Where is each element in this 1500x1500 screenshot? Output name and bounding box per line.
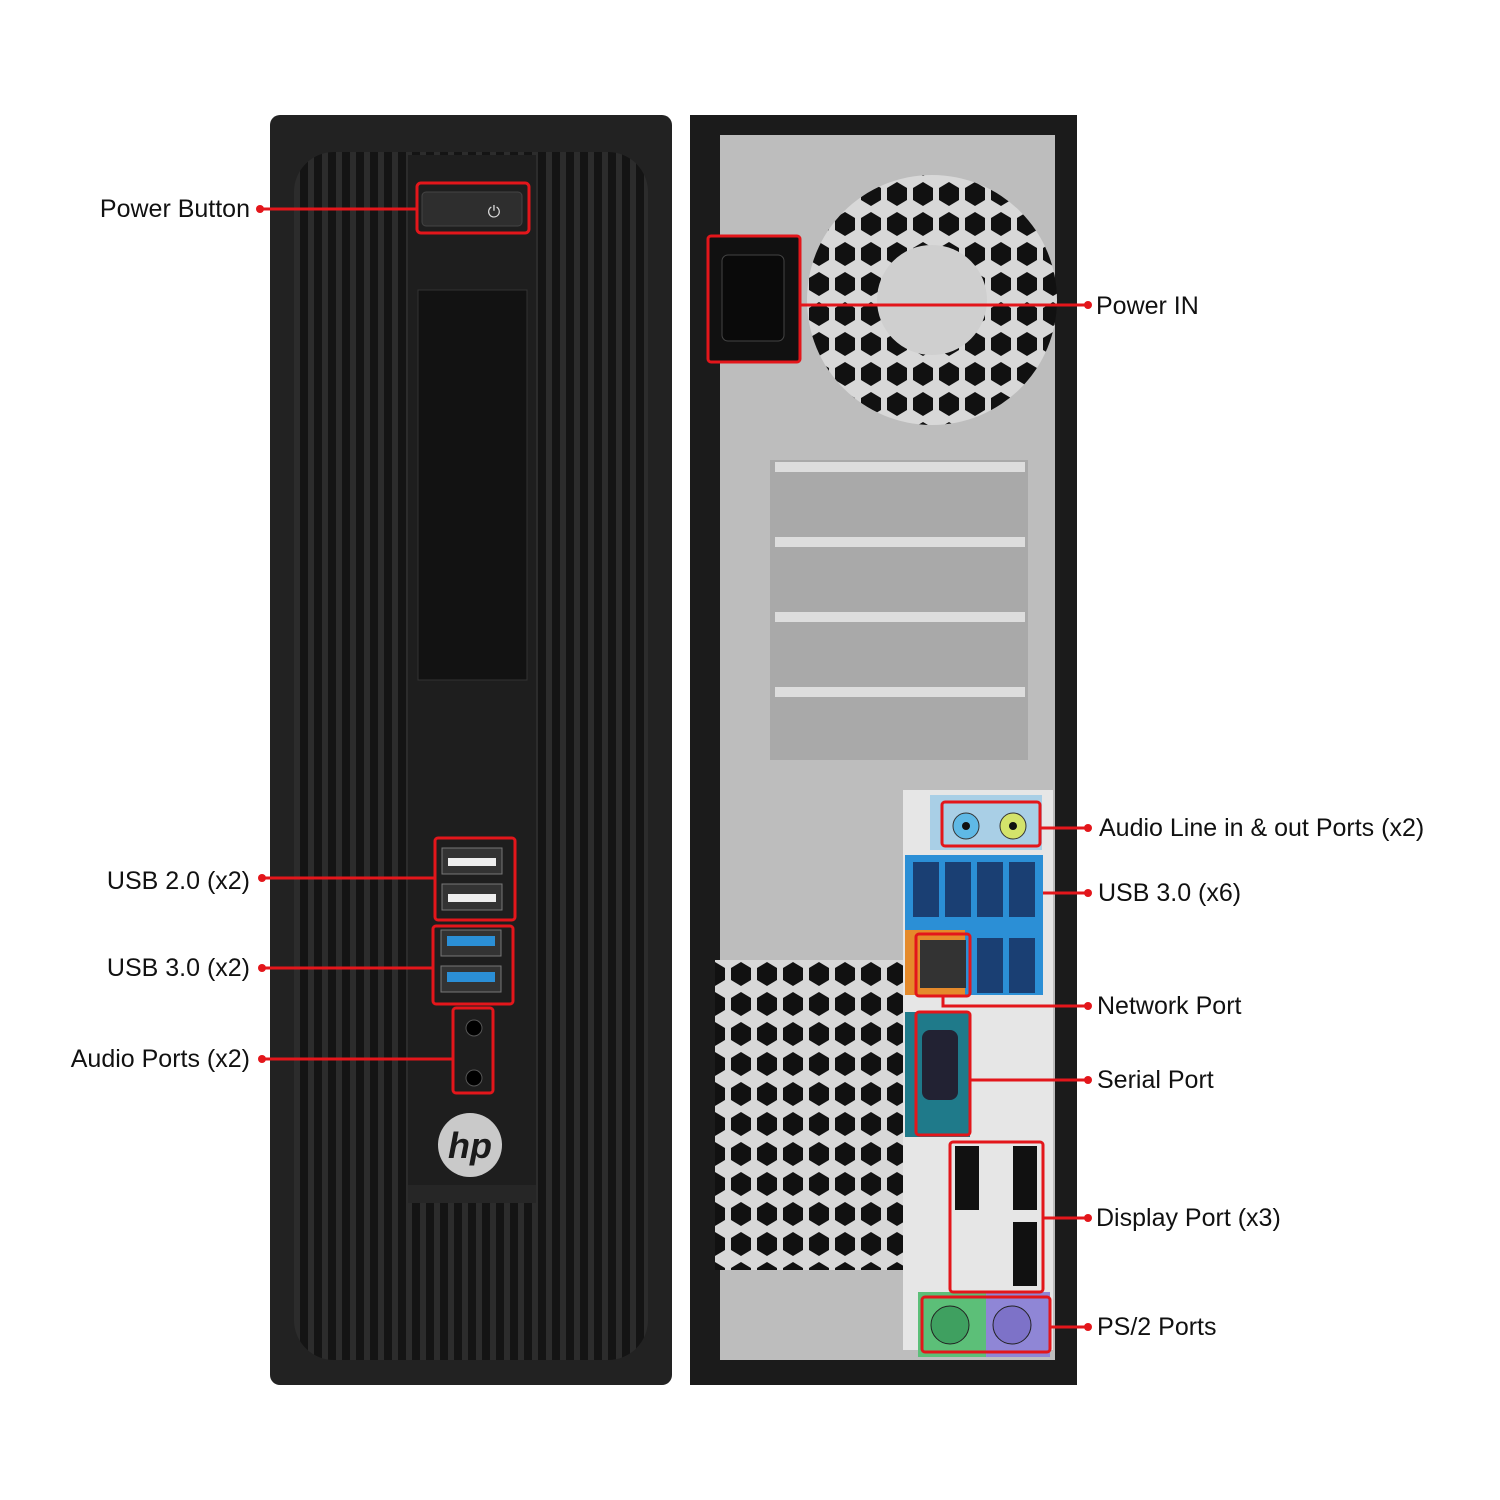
label-display: Display Port (x3)	[1096, 1204, 1281, 1232]
label-usb3-front: USB 3.0 (x2)	[106, 954, 250, 982]
label-usb2-front: USB 2.0 (x2)	[106, 867, 250, 895]
label-power-button: Power Button	[99, 195, 250, 223]
label-audio-line: Audio Line in & out Ports (x2)	[1099, 814, 1425, 842]
front-panel: ⏻ hp	[270, 115, 672, 1385]
expansion-slots	[770, 460, 1028, 760]
label-audio-front: Audio Ports (x2)	[70, 1045, 250, 1073]
drive-bay	[417, 289, 528, 681]
label-serial: Serial Port	[1097, 1066, 1214, 1094]
usb2-ports	[441, 847, 503, 911]
label-ps2: PS/2 Ports	[1097, 1313, 1217, 1341]
vent-grille	[715, 960, 905, 1270]
svg-text:hp: hp	[448, 1125, 492, 1166]
power-button[interactable]	[421, 191, 523, 227]
audio-jacks	[465, 1019, 483, 1087]
usb3-ports	[440, 929, 502, 993]
label-usb3-rear: USB 3.0 (x6)	[1098, 879, 1242, 907]
label-network: Network Port	[1097, 992, 1242, 1020]
label-power-in: Power IN	[1096, 292, 1199, 320]
power-icon: ⏻	[488, 204, 501, 221]
callout-dots	[256, 205, 1092, 1331]
callouts	[260, 181, 1088, 1354]
io-panel	[903, 790, 1053, 1357]
hp-logo: hp	[438, 1113, 502, 1177]
rear-panel	[690, 115, 1077, 1385]
